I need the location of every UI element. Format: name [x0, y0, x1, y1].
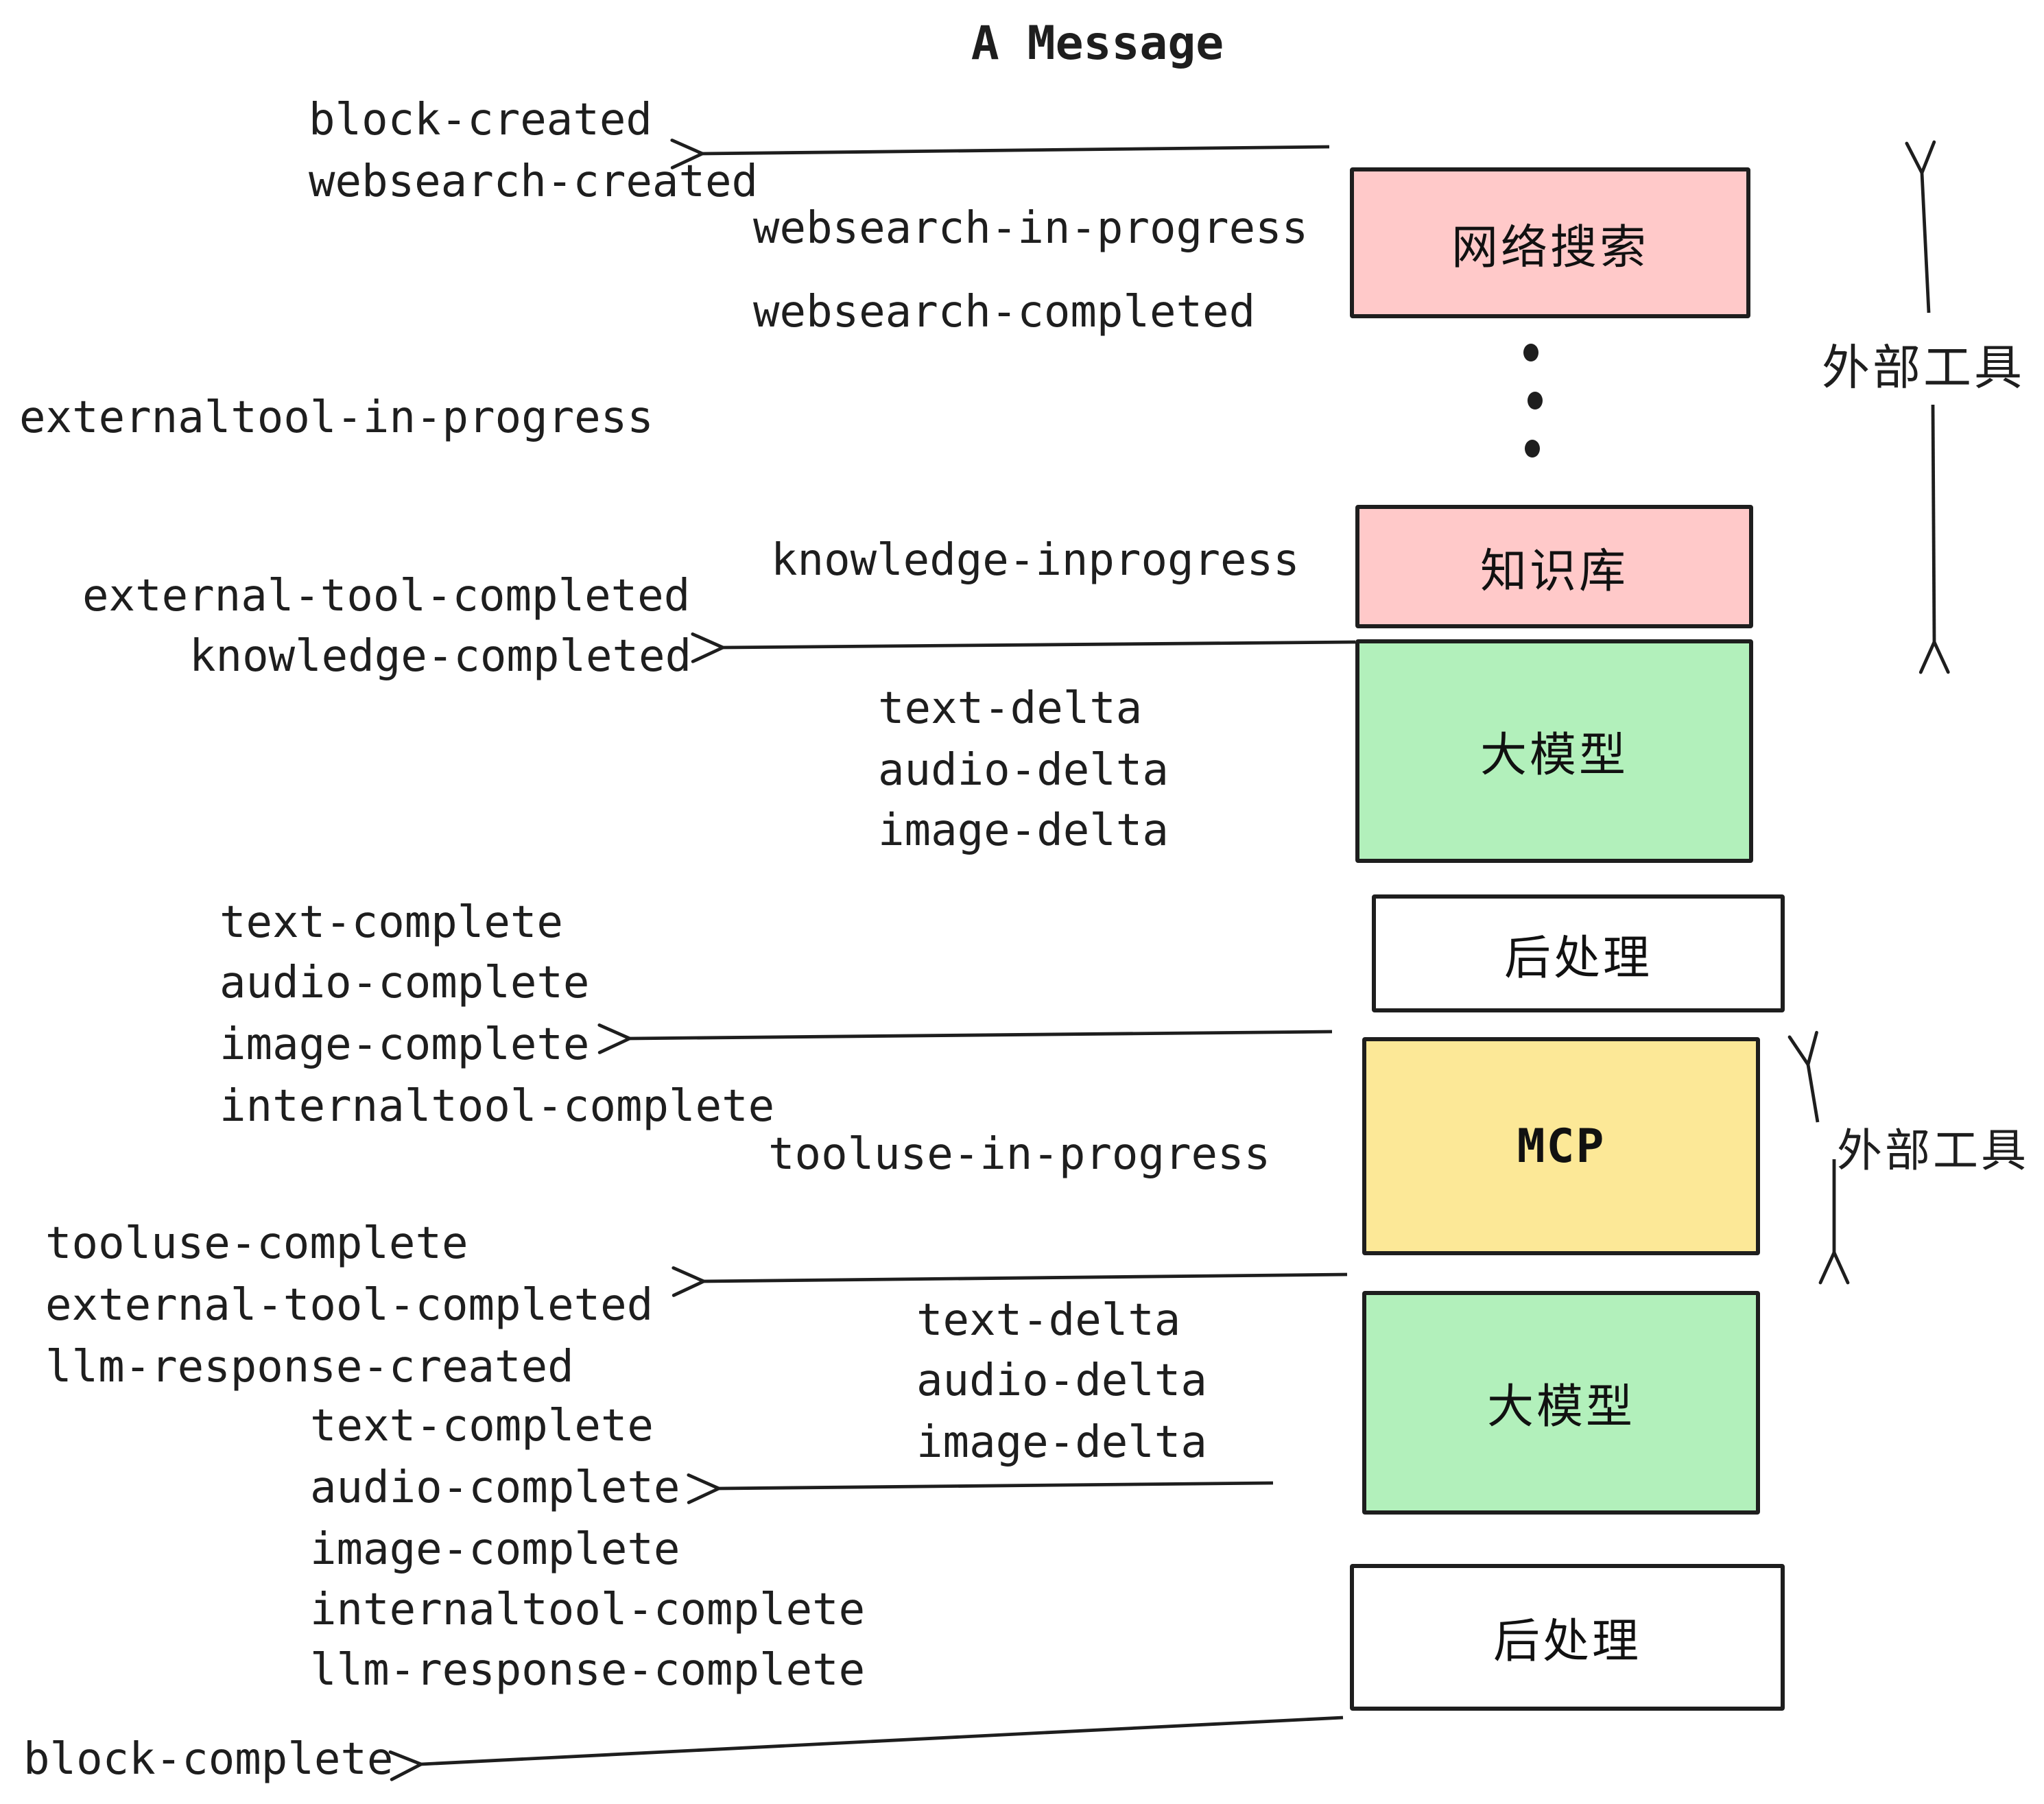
- event-label-websearch-completed: websearch-completed: [753, 285, 1256, 337]
- box-postprocess-2-label: 后处理: [1493, 1615, 1641, 1670]
- external-tools-top-down-arrow: [1918, 404, 1950, 674]
- event-label-websearch-created: websearch-created: [309, 155, 759, 207]
- event-label-knowledge-inprogress: knowledge-inprogress: [771, 534, 1300, 586]
- arrow-llm2-to-audio-complete: [687, 1473, 1274, 1504]
- box-websearch: 网络搜索: [1350, 167, 1750, 318]
- box-knowledge-label: 知识库: [1480, 544, 1628, 599]
- external-tools-bottom-up-arrow: [1787, 1030, 1820, 1123]
- event-label-text-delta-2: text-delta: [916, 1294, 1181, 1346]
- event-label-internaltool-complete-1: internaltool-complete: [219, 1080, 775, 1132]
- event-label-image-complete-1: image-complete: [219, 1018, 590, 1070]
- arrow-llm1-to-knowledge-completed: [691, 632, 1356, 663]
- box-postprocess-1-label: 后处理: [1504, 931, 1652, 986]
- box-mcp-label: MCP: [1517, 1119, 1606, 1174]
- box-llm-1-label: 大模型: [1480, 728, 1628, 783]
- event-label-tooluse-in-progress: tooluse-in-progress: [768, 1128, 1271, 1180]
- external-tools-top-up-arrow: [1905, 140, 1936, 313]
- event-label-external-tool-completed-1: external-tool-completed: [82, 569, 691, 621]
- arrow-llm2-to-external-tool-completed: [672, 1266, 1348, 1297]
- box-postprocess-1: 后处理: [1372, 894, 1785, 1012]
- event-label-websearch-in-progress: websearch-in-progress: [753, 202, 1309, 254]
- event-label-llm-response-complete: llm-response-complete: [310, 1643, 866, 1696]
- event-label-image-complete-2: image-complete: [310, 1523, 680, 1575]
- event-label-image-delta-2: image-delta: [916, 1416, 1207, 1468]
- event-label-block-complete: block-complete: [23, 1733, 394, 1785]
- event-label-audio-complete-1: audio-complete: [219, 956, 590, 1008]
- box-llm-2: 大模型: [1362, 1291, 1760, 1515]
- event-label-audio-delta-2: audio-delta: [916, 1354, 1207, 1406]
- ellipsis-dots-icon: [1523, 344, 1543, 458]
- event-label-text-complete-1: text-complete: [219, 896, 563, 948]
- side-label-external-tools-top: 外部工具: [1822, 329, 2025, 399]
- box-websearch-label: 网络搜索: [1451, 220, 1649, 275]
- arrow-websearch-box-to-created-events: [670, 139, 1330, 169]
- event-label-tooluse-complete: tooluse-complete: [45, 1217, 468, 1269]
- event-label-external-tool-completed-2: external-tool-completed: [45, 1279, 654, 1331]
- event-label-audio-delta-1: audio-delta: [878, 744, 1169, 796]
- side-label-external-tools-bottom: 外部工具: [1837, 1114, 2029, 1180]
- box-mcp: MCP: [1362, 1037, 1760, 1255]
- page-title: A Message: [971, 16, 1224, 71]
- arrow-mcp-to-image-complete: [597, 1023, 1333, 1054]
- event-label-llm-response-created: llm-response-created: [45, 1340, 574, 1392]
- event-label-block-created: block-created: [309, 93, 652, 145]
- box-llm-1: 大模型: [1355, 639, 1753, 863]
- event-label-audio-complete-2: audio-complete: [310, 1461, 680, 1513]
- arrow-post2-to-block-complete: [388, 1716, 1344, 1781]
- event-label-image-delta-1: image-delta: [878, 804, 1169, 856]
- box-postprocess-2: 后处理: [1350, 1564, 1785, 1711]
- event-label-internaltool-complete-2: internaltool-complete: [310, 1583, 866, 1635]
- box-llm-2-label: 大模型: [1487, 1380, 1635, 1435]
- box-knowledge: 知识库: [1355, 505, 1753, 628]
- event-label-text-complete-2: text-complete: [310, 1399, 654, 1451]
- side-label-external-tools-bottom-text: 外部工具: [1837, 1124, 2029, 1177]
- event-label-externaltool-in-progress: externaltool-in-progress: [19, 391, 654, 443]
- event-label-knowledge-completed: knowledge-completed: [189, 630, 692, 682]
- event-label-text-delta-1: text-delta: [878, 682, 1143, 734]
- side-label-external-tools-top-text: 外部工具: [1822, 342, 2025, 396]
